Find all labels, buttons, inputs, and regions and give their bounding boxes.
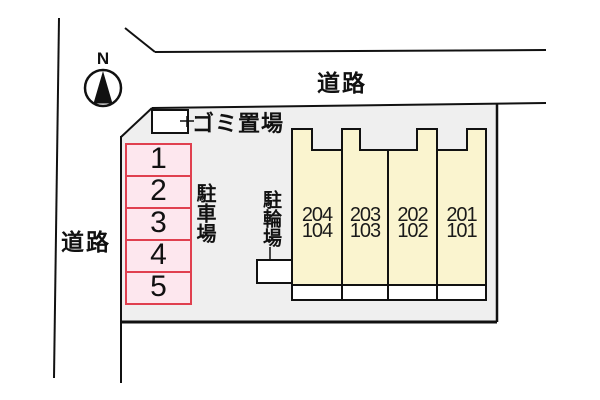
- parking-space-3: 3: [125, 206, 192, 241]
- road-top-label: 道路: [317, 70, 367, 96]
- bicycle-parking-box: [256, 259, 293, 284]
- unit-lower-number: 101: [446, 220, 477, 242]
- parking-lot-label: 駐車場: [193, 183, 215, 243]
- parking-space-5: 5: [125, 270, 192, 305]
- north-compass-icon: [83, 68, 123, 108]
- unit-upper-number: 204: [301, 204, 333, 226]
- parking-space-number: 1: [150, 142, 167, 175]
- compass-needle: [93, 71, 113, 104]
- parking-space-number: 5: [150, 270, 167, 303]
- unit-lower-number: 104: [301, 220, 333, 242]
- unit-upper-number: 202: [397, 204, 428, 226]
- parking-space-number: 3: [150, 206, 167, 239]
- unit-label-203-103: 203 103: [342, 204, 388, 242]
- north-label: N: [96, 49, 110, 68]
- unit-upper-number: 203: [349, 204, 381, 226]
- road-left-label: 道路: [61, 229, 111, 255]
- unit-label-204-104: 204 104: [292, 204, 342, 242]
- parking-space-number: 2: [150, 174, 167, 207]
- unit-lower-number: 103: [349, 220, 381, 242]
- building: [291, 128, 487, 301]
- parking-space-1: 1: [125, 142, 192, 177]
- parking-space-4: 4: [125, 238, 192, 273]
- parking-space-2: 2: [125, 174, 192, 209]
- property-chamfer-line: [120, 107, 153, 138]
- top-road-inner-line: [151, 102, 547, 109]
- garbage-area-label: ゴミ置場: [192, 111, 285, 136]
- parking-space-number: 4: [150, 238, 167, 271]
- unit-upper-number: 201: [446, 204, 477, 226]
- unit-label-202-102: 202 102: [388, 204, 437, 242]
- road-lines: [53, 17, 547, 383]
- top-road-outer-line: [154, 49, 547, 53]
- unit-label-201-101: 201 101: [437, 204, 486, 242]
- unit-lower-number: 102: [397, 220, 428, 242]
- left-road-outer-line: [53, 17, 60, 379]
- bicycle-parking-label: 駐輪場: [260, 190, 281, 247]
- top-road-outer-diagonal: [124, 27, 156, 53]
